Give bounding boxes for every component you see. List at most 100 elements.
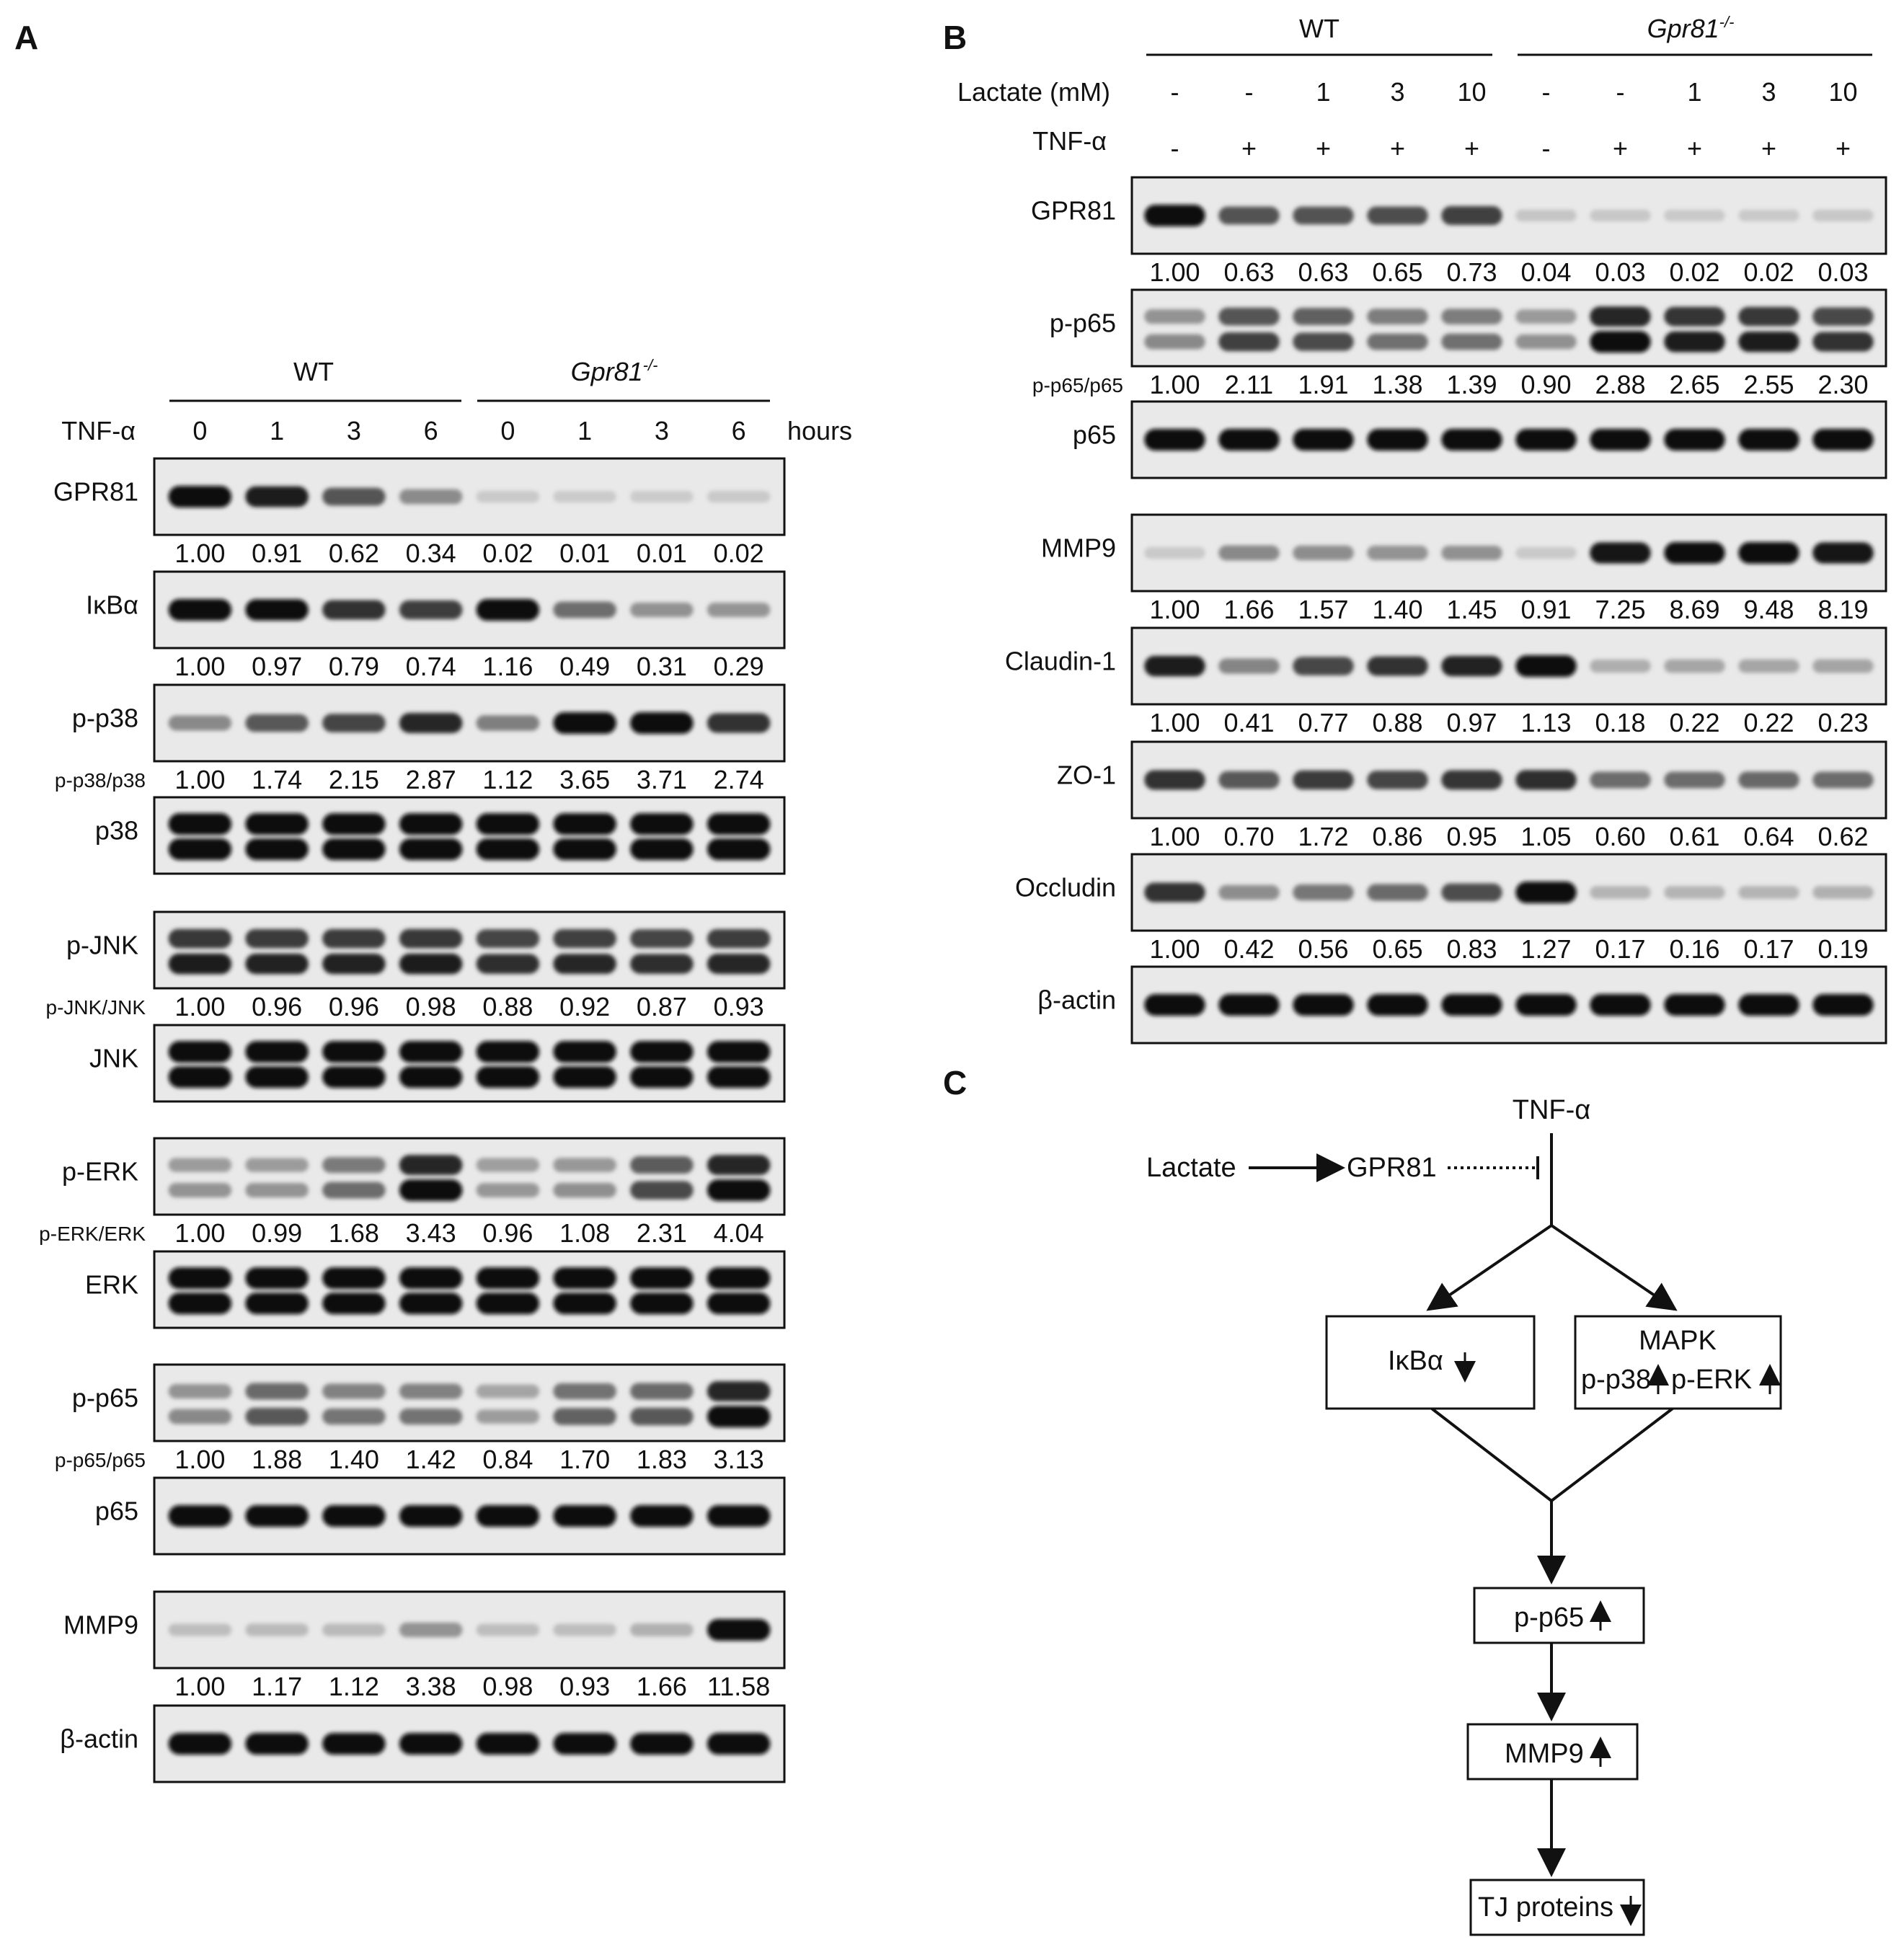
blot-band	[553, 1505, 616, 1527]
quant-value: 0.02	[482, 538, 533, 568]
blot-band	[245, 928, 309, 949]
blot-band	[1367, 656, 1428, 676]
quant-value: 1.00	[1149, 708, 1200, 737]
quant-value: 0.93	[559, 1672, 610, 1701]
blot-band	[553, 1733, 616, 1755]
blot-band	[630, 1041, 694, 1063]
blot-band	[707, 1505, 771, 1527]
node-tnf: TNF-α	[1513, 1095, 1591, 1125]
quant-value: 2.74	[714, 765, 764, 794]
quant-value: 0.84	[482, 1445, 533, 1474]
blot-label: GPR81	[1031, 195, 1116, 225]
blot-band	[1738, 209, 1799, 222]
blot-band	[553, 490, 616, 503]
blot-band	[1812, 429, 1874, 451]
blot-band	[1367, 429, 1428, 451]
panel-label-a: A	[14, 19, 38, 56]
quant-value: 1.00	[1149, 370, 1200, 399]
quant-value: 0.96	[252, 992, 302, 1021]
blot-band	[1144, 205, 1205, 226]
blot-band	[1293, 994, 1354, 1016]
blot-band	[168, 1293, 232, 1315]
blot-band	[245, 1041, 309, 1063]
blot-band	[553, 601, 616, 618]
quant-value: 1.16	[482, 652, 533, 681]
panel-b-group-wt: WT	[1299, 14, 1340, 43]
quant-value: 1.83	[637, 1445, 687, 1474]
panel-a-time-unit: hours	[787, 416, 852, 445]
quant-value: 1.00	[1149, 595, 1200, 624]
blot-label: JNK	[89, 1043, 138, 1073]
quant-value: 0.02	[1669, 257, 1719, 287]
blot-band	[1738, 886, 1799, 899]
blot-band	[399, 838, 463, 861]
quant-value: 0.42	[1223, 934, 1274, 964]
ratio-label: p-JNK/JNK	[46, 996, 146, 1019]
blot-band	[630, 490, 694, 503]
panel-c-pathway: TNF-α Lactate GPR81 IκBα MAPK p-p38 p-ER…	[1146, 1095, 1782, 1936]
blot-band	[476, 1066, 540, 1089]
blot-band	[245, 486, 309, 507]
blot-band	[1441, 545, 1502, 561]
blot-band	[168, 1182, 232, 1198]
blot-band	[1515, 994, 1577, 1016]
blot-band	[168, 486, 232, 507]
label-pp38: p-p38	[1581, 1365, 1651, 1395]
quant-value: 0.61	[1669, 822, 1719, 851]
quant-value: 0.22	[1743, 708, 1794, 737]
blot-band	[1738, 659, 1799, 673]
quant-value: 0.49	[559, 652, 610, 681]
tnf-sign-label: +	[1836, 133, 1851, 163]
blot-band	[1664, 771, 1725, 789]
blot-band	[1367, 884, 1428, 901]
blot-band	[1738, 306, 1799, 327]
quant-value: 1.00	[1149, 257, 1200, 287]
blot-frame	[153, 1137, 786, 1216]
merge-line-right	[1550, 1407, 1674, 1502]
blot-label: β-actin	[60, 1724, 138, 1753]
blot-band	[322, 1293, 386, 1315]
quant-value: 1.27	[1520, 934, 1571, 964]
blot-band	[707, 1267, 771, 1290]
blot-band	[1515, 334, 1577, 350]
blot-band	[1515, 882, 1577, 903]
blot-band	[630, 929, 694, 948]
quant-value: 0.31	[637, 652, 687, 681]
arrow-to-ikba	[1426, 1224, 1553, 1311]
node-lactate: Lactate	[1146, 1153, 1236, 1183]
blot-band	[1590, 306, 1651, 327]
blot-band	[1812, 885, 1874, 900]
blot-band	[322, 1267, 386, 1290]
quant-value: 0.77	[1298, 708, 1348, 737]
blot-band	[707, 602, 771, 618]
blot-band	[476, 929, 540, 948]
lactate-dose-label: -	[1171, 77, 1179, 107]
blot-band	[1515, 309, 1577, 324]
blot-band	[1738, 429, 1799, 451]
blot-band	[245, 813, 309, 835]
blot-band	[553, 1383, 616, 1400]
quant-value: 1.00	[174, 765, 225, 794]
blot-band	[322, 1181, 386, 1199]
blot-band	[1293, 308, 1354, 326]
timepoint-label: 6	[424, 416, 438, 445]
blot-β-actin: β-actin	[60, 1704, 786, 1783]
blot-band	[1144, 546, 1205, 559]
box-ikba	[1325, 1315, 1536, 1410]
blot-band	[399, 1733, 463, 1755]
blot-band	[1441, 309, 1502, 324]
quant-value: 3.71	[637, 765, 687, 794]
blot-label: p65	[1073, 420, 1116, 449]
blot-band	[553, 813, 616, 835]
quant-value: 1.40	[1372, 595, 1422, 624]
blot-band	[399, 1267, 463, 1290]
blot-band	[630, 813, 694, 835]
blot-band	[707, 713, 771, 733]
quant-value: 3.43	[406, 1218, 456, 1248]
quant-value: 1.00	[174, 1672, 225, 1701]
quant-value: 0.23	[1817, 708, 1868, 737]
quant-value: 3.38	[406, 1672, 456, 1701]
blot-label: Occludin	[1015, 872, 1116, 902]
blot-band	[1664, 429, 1725, 451]
